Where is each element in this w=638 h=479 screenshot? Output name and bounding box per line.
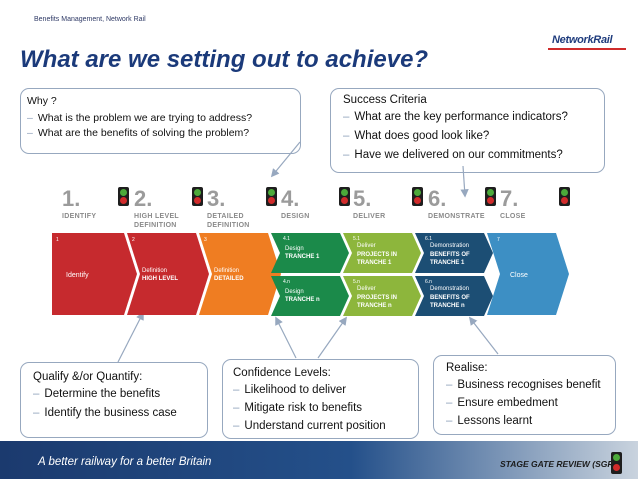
traffic-light-icon	[192, 187, 203, 206]
demo-tranche-n-chevron	[415, 276, 493, 316]
step-1: 1. IDENTIFY	[62, 186, 97, 220]
confidence-callout: Confidence Levels: –Likelihood to delive…	[222, 359, 419, 439]
deliver-tranche-n-chevron	[343, 276, 421, 316]
demo-1-bold2: TRANCHE 1	[430, 260, 465, 266]
logo-text: NetworkRail	[552, 34, 613, 46]
why-arrow	[270, 141, 301, 178]
success-item: –Have we delivered on our commitments?	[343, 149, 563, 161]
step-7: 7. CLOSE	[500, 186, 526, 220]
confidence-arrow-right	[317, 316, 347, 359]
traffic-light-icon	[266, 187, 277, 206]
page-title: What are we setting out to achieve?	[20, 46, 429, 73]
high-level-num: 2	[132, 237, 135, 243]
realise-arrow	[468, 316, 499, 355]
qualify-arrow	[117, 311, 144, 363]
demo-n-bold2: TRANCHE n	[430, 303, 465, 309]
deliver-n-bold1: PROJECTS IN	[357, 295, 397, 301]
confidence-title: Confidence Levels:	[233, 367, 331, 379]
why-item: –What are the benefits of solving the pr…	[27, 127, 250, 139]
deliver-1-bold2: TRANCHE 1	[357, 260, 392, 266]
qualify-callout: Qualify &/or Quantify: –Determine the be…	[20, 362, 208, 438]
design-1-num: 4.1	[283, 236, 290, 242]
demo-1-num: 6.1	[425, 236, 432, 242]
why-item: –What is the problem we are trying to ad…	[27, 112, 253, 124]
deliver-n-name: Deliver	[357, 286, 376, 292]
footer-bar	[0, 441, 638, 479]
high-level-chevron	[127, 233, 209, 315]
traffic-light-icon	[485, 187, 496, 206]
confidence-item: –Likelihood to deliver	[233, 384, 347, 396]
close-label: Close	[510, 272, 528, 279]
step-3: 3. DETAILED DEFINITION	[207, 186, 250, 229]
step-2: 2. HIGH LEVEL DEFINITION	[134, 186, 180, 229]
step-5: 5. DELIVER	[353, 186, 386, 220]
close-num: 7	[497, 237, 500, 243]
network-rail-logo: NetworkRail	[540, 28, 628, 60]
demo-n-bold1: BENEFITS OF	[430, 295, 470, 301]
success-criteria-callout: Success Criteria –What are the key perfo…	[330, 88, 605, 173]
confidence-arrow-left	[275, 316, 297, 359]
design-tranche-1-chevron	[271, 233, 349, 273]
demo-n-num: 6.n	[425, 279, 432, 285]
traffic-light-icon	[339, 187, 350, 206]
step-6: 6. DEMONSTRATE	[428, 186, 485, 220]
qualify-title: Qualify &/or Quantify:	[33, 371, 143, 383]
qualify-item: –Identify the business case	[33, 407, 177, 419]
confidence-item: –Understand current position	[233, 420, 386, 432]
logo-underline	[548, 48, 626, 50]
realise-item: –Lessons learnt	[446, 415, 533, 427]
deliver-tranche-1-chevron	[343, 233, 421, 273]
deliver-1-num: 5.1	[353, 236, 360, 242]
step-4: 4. DESIGN	[281, 186, 310, 220]
design-n-bold: TRANCHE n	[285, 297, 320, 303]
success-item: –What does good look like?	[343, 130, 490, 142]
detailed-name: Definition	[214, 268, 239, 274]
traffic-light-icon	[412, 187, 423, 206]
realise-item: –Ensure embedment	[446, 397, 558, 409]
detailed-chevron	[199, 233, 281, 315]
success-item: –What are the key performance indicators…	[343, 111, 568, 123]
design-tranche-n-chevron	[271, 276, 349, 316]
success-arrow	[460, 165, 469, 198]
identify-chevron	[52, 233, 137, 315]
high-level-name: Definition	[142, 268, 167, 274]
high-level-bold: HIGH LEVEL	[142, 276, 178, 282]
design-1-name: Design	[285, 246, 304, 252]
identify-label: Identify	[66, 272, 89, 279]
detailed-bold: DETAILED	[214, 276, 244, 282]
realise-title: Realise:	[446, 362, 488, 374]
demo-tranche-1-chevron	[415, 233, 493, 273]
identify-num: 1	[56, 237, 59, 243]
deliver-1-bold1: PROJECTS IN	[357, 252, 397, 258]
demo-1-name: Demonstration	[430, 243, 469, 249]
realise-item: –Business recognises benefit	[446, 379, 601, 391]
deliver-n-num: 5.n	[353, 279, 360, 285]
realise-callout: Realise: –Business recognises benefit –E…	[433, 355, 616, 435]
design-1-bold: TRANCHE 1	[285, 254, 320, 260]
traffic-light-icon	[611, 452, 622, 474]
deliver-1-name: Deliver	[357, 243, 376, 249]
why-title: Why ?	[27, 95, 57, 107]
design-n-name: Design	[285, 289, 304, 295]
confidence-item: –Mitigate risk to benefits	[233, 402, 363, 414]
close-chevron	[487, 233, 569, 315]
traffic-light-icon	[559, 187, 570, 206]
why-callout: Why ? –What is the problem we are trying…	[20, 88, 301, 154]
demo-1-bold1: BENEFITS OF	[430, 252, 470, 258]
footer-stage-gate: STAGE GATE REVIEW (SGR)	[500, 459, 617, 469]
demo-n-name: Demonstration	[430, 286, 469, 292]
success-title: Success Criteria	[343, 94, 427, 106]
design-n-num: 4.n	[283, 279, 290, 285]
detailed-num: 3	[204, 237, 207, 243]
footer-tagline: A better railway for a better Britain	[38, 456, 212, 468]
traffic-light-icon	[118, 187, 129, 206]
deliver-n-bold2: TRANCHE n	[357, 303, 392, 309]
header-caption: Benefits Management, Network Rail	[34, 16, 146, 23]
qualify-item: –Determine the benefits	[33, 388, 161, 400]
